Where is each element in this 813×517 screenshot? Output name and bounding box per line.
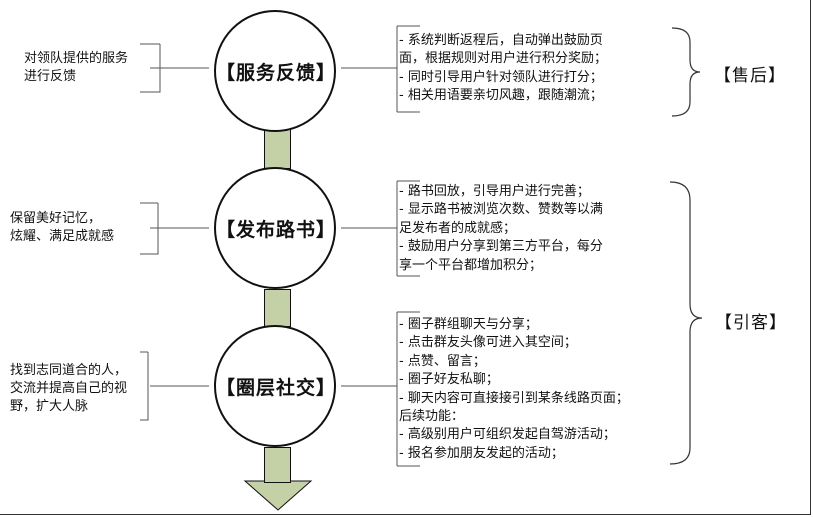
- down-arrow: [243, 480, 313, 511]
- detail-line: - 聊天内容可直接接引到某条线路页面；: [399, 390, 629, 406]
- label-after-sale: 【售后】: [714, 66, 786, 86]
- left-note-3: 找到志同道合的人， 交流并提高自己的视 野，扩大人脉: [10, 363, 128, 414]
- detail-line: - 圈子群组聊天与分享；: [399, 317, 538, 332]
- node-label: 【发布路书】: [216, 218, 337, 241]
- right-bracket-3: [396, 311, 420, 467]
- pillar-2: [264, 289, 291, 327]
- brace-attract: [669, 181, 703, 465]
- detail-line: - 圈子好友私聊；: [399, 372, 499, 388]
- left-bracket-1: [140, 43, 161, 93]
- detail-line: - 路书回放，引导用户进行完善；: [399, 184, 590, 199]
- detail-line: 足发布者的成就感；: [399, 220, 517, 236]
- detail-box-circle-social: - 圈子群组聊天与分享； - 点击群友头像可进入其空间； - 点赞、留言； - …: [399, 316, 629, 463]
- detail-line: 面，根据规则对用户进行积分奖励；: [399, 51, 608, 67]
- detail-box-publish-roadbook: - 路书回放，引导用户进行完善； - 显示路书被浏览次数、赞数等以满 足发布者的…: [399, 183, 603, 275]
- detail-line: 享一个平台都增加积分；: [399, 257, 543, 273]
- detail-line: - 系统判断返程后，自动弹出鼓励页: [399, 33, 603, 48]
- left-bracket-3: [140, 351, 149, 421]
- node-service-feedback: 【服务反馈】: [214, 10, 336, 132]
- label-attract-customers: 【引客】: [715, 313, 787, 333]
- detail-line: - 显示路书被浏览次数、赞数等以满: [399, 202, 603, 218]
- left-bracket-2: [140, 202, 159, 255]
- right-bracket-2: [396, 180, 420, 277]
- detail-line: - 点击群友头像可进入其空间；: [399, 335, 577, 351]
- detail-line: - 点赞、留言；: [399, 353, 486, 369]
- pillar-3: [264, 447, 291, 483]
- detail-line: 后续功能：: [399, 409, 465, 425]
- node-label: 【服务反馈】: [216, 61, 337, 84]
- detail-box-service-feedback: - 系统判断返程后，自动弹出鼓励页 面，根据规则对用户进行积分奖励； - 同时引…: [399, 32, 607, 106]
- right-bracket-1: [396, 25, 420, 113]
- detail-line: - 相关用语要亲切风趣，跟随潮流；: [399, 88, 603, 104]
- detail-line: - 报名参加朋友发起的活动；: [399, 445, 564, 461]
- detail-line: - 高级别用户可组织发起自驾游活动；: [399, 427, 616, 443]
- node-publish-roadbook: 【发布路书】: [214, 167, 336, 289]
- brace-after-sale: [671, 27, 701, 117]
- pillar-1: [264, 129, 291, 169]
- detail-line: - 鼓励用户分享到第三方平台，每分: [399, 239, 603, 255]
- left-note-2: 保留美好记忆， 炫耀、满足成就感: [10, 211, 115, 244]
- node-label: 【圈层社交】: [216, 376, 337, 399]
- detail-line: - 同时引导用户针对领队进行打分；: [399, 69, 603, 85]
- node-circle-social: 【圈层社交】: [214, 325, 336, 447]
- left-note-1: 对领队提供的服务 进行反馈: [24, 51, 129, 84]
